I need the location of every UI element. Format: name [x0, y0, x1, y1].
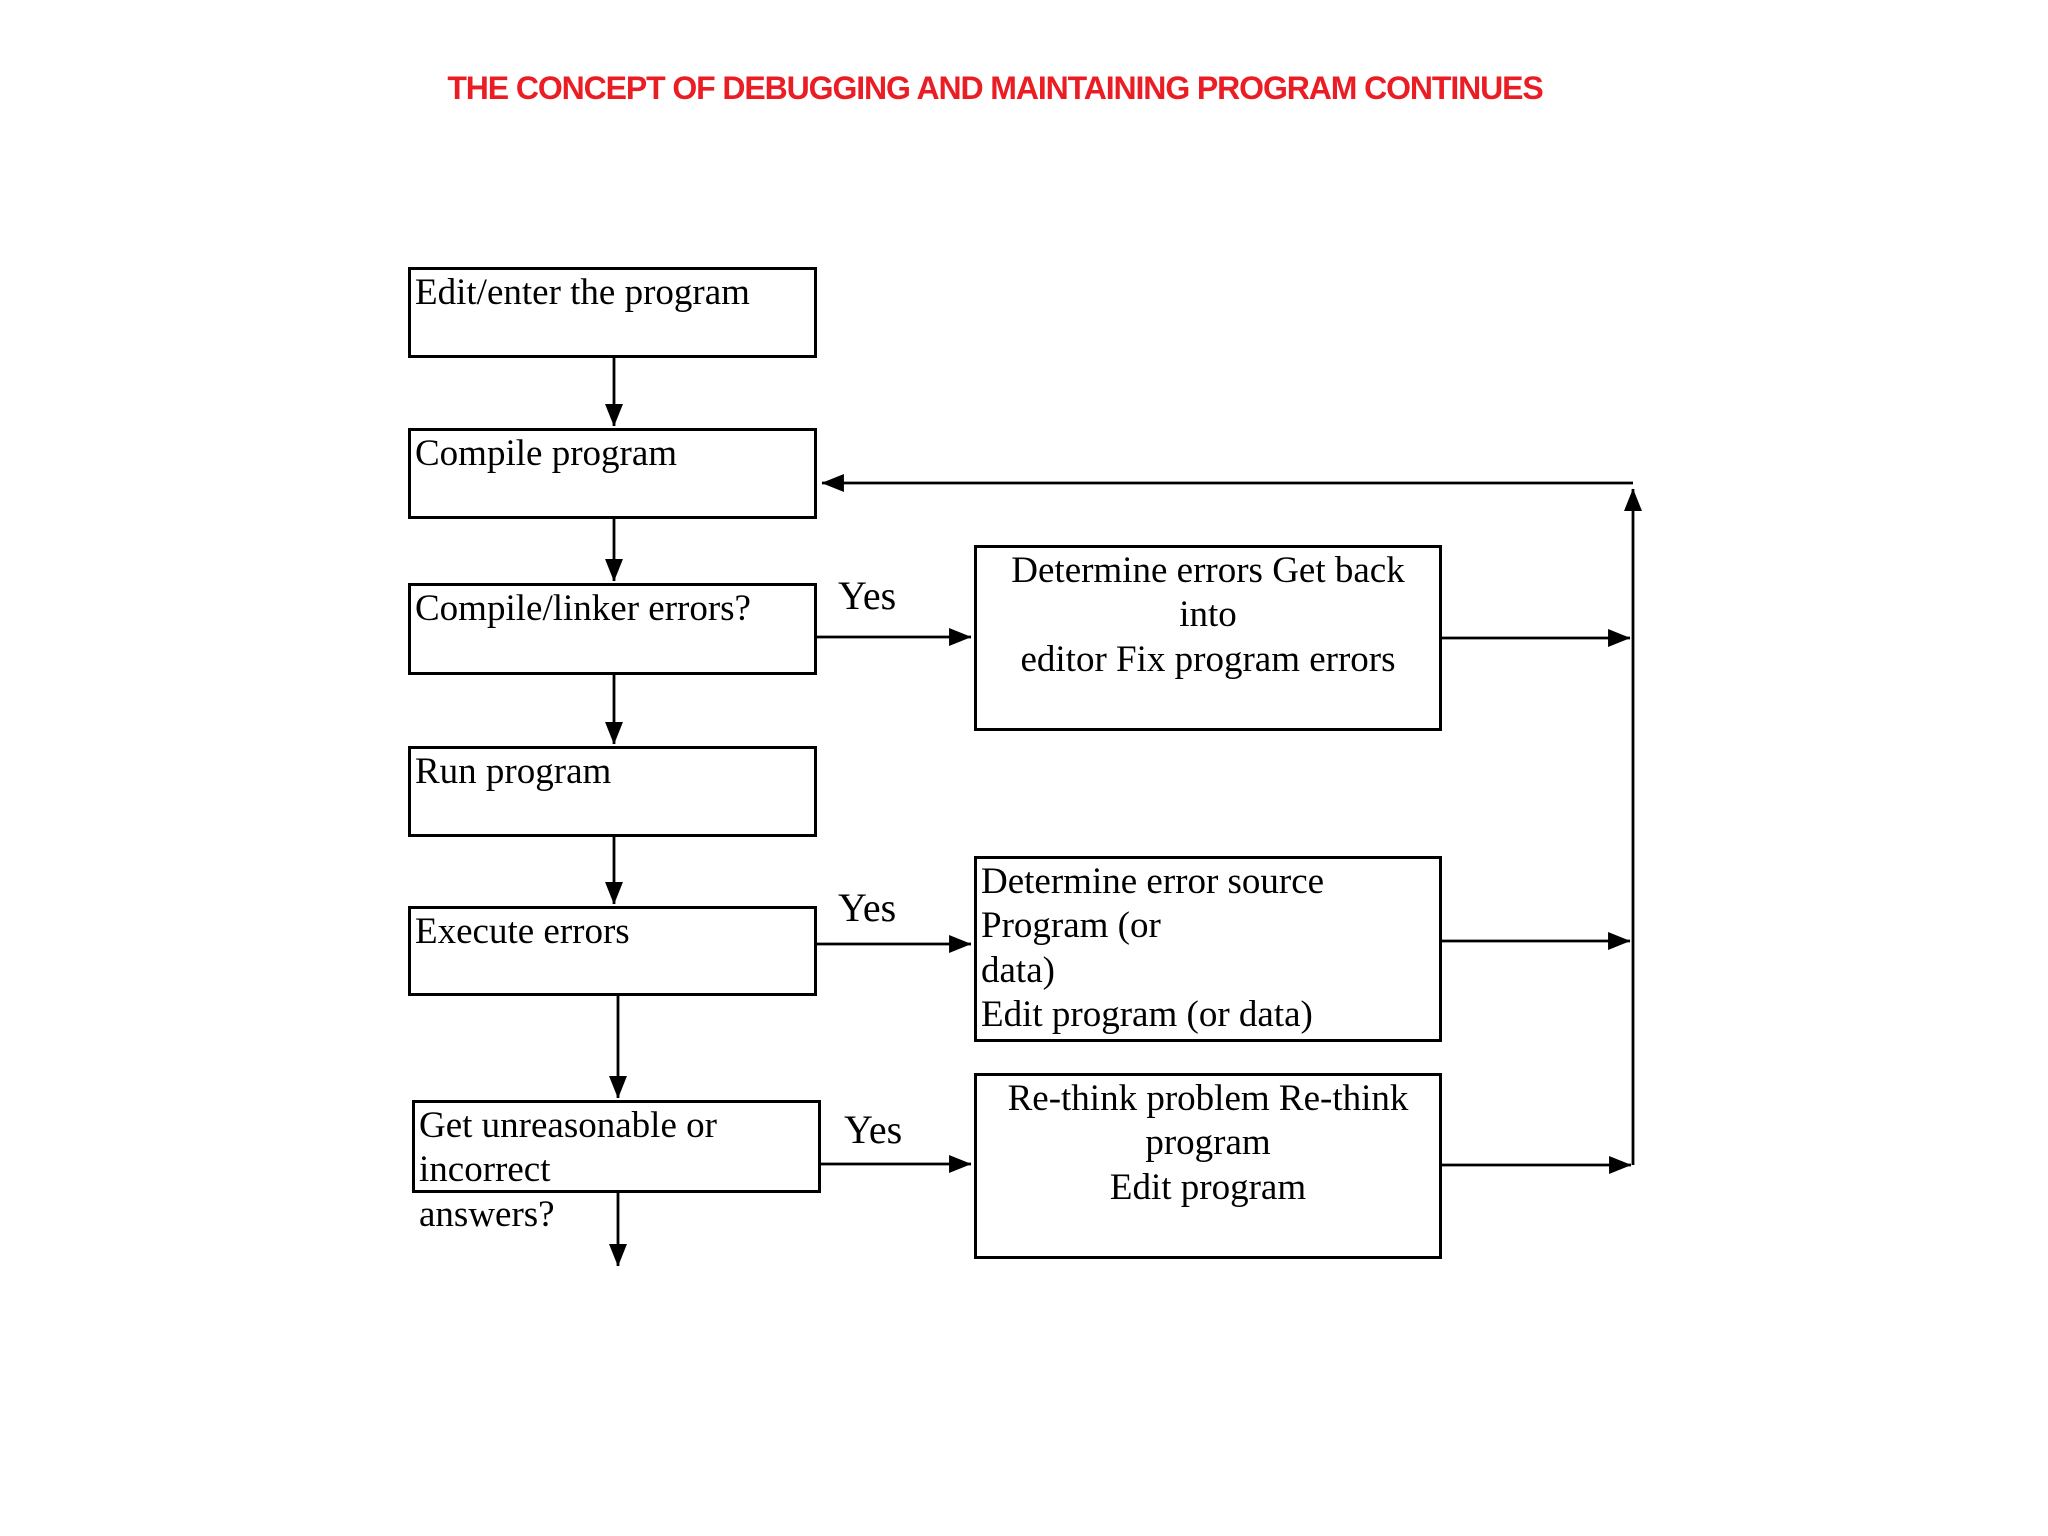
process-box-compile-label: Compile program — [415, 433, 678, 474]
action-box-rethink: Re-think problem Re-think program Edit p… — [974, 1073, 1442, 1259]
process-box-compile-errors: Compile/linker errors? — [408, 583, 817, 675]
process-box-execute-errors-label: Execute errors — [415, 911, 630, 952]
process-box-answers: Get unreasonable or incorrect answers? — [412, 1100, 821, 1235]
action-box-fix-execute-line1: Determine error source Program (or — [981, 861, 1325, 947]
action-box-fix-execute-line2: data) — [981, 949, 1055, 991]
process-box-answers-line2: answers? — [419, 1193, 555, 1235]
yes-label-execute-errors: Yes — [838, 885, 897, 930]
action-box-rethink-line1: Re-think problem Re-think program — [1007, 1078, 1409, 1164]
slide-title: THE CONCEPT OF DEBUGGING AND MAINTAINING… — [447, 70, 1543, 106]
action-box-rethink-line2: Edit program — [1109, 1166, 1307, 1208]
action-box-fix-compile: Determine errors Get back into editor Fi… — [974, 545, 1442, 731]
process-box-run: Run program — [408, 746, 817, 837]
process-box-edit-label: Edit/enter the program — [415, 272, 750, 313]
process-box-execute-errors: Execute errors — [408, 906, 817, 996]
process-box-answers-line1: Get unreasonable or incorrect — [419, 1105, 717, 1191]
process-box-compile: Compile program — [408, 428, 817, 519]
process-box-run-label: Run program — [415, 751, 612, 792]
action-box-fix-compile-line2: editor Fix program errors — [1020, 638, 1396, 680]
action-box-fix-execute-line3: Edit program (or data) — [981, 994, 1313, 1036]
action-box-fix-compile-line1: Determine errors Get back into — [1011, 550, 1405, 636]
process-box-edit: Edit/enter the program — [408, 267, 817, 358]
process-box-compile-errors-label: Compile/linker errors? — [415, 588, 751, 629]
yes-label-compile-errors: Yes — [838, 573, 897, 618]
action-box-fix-execute: Determine error source Program (or data)… — [974, 856, 1442, 1042]
yes-label-answers: Yes — [844, 1107, 903, 1152]
